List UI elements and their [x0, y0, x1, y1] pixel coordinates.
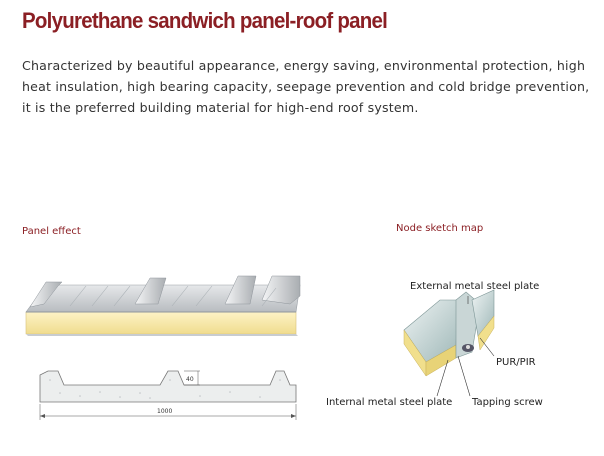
- panel-effect-caption: Panel effect: [22, 226, 81, 237]
- node-sketch-caption: Node sketch map: [396, 223, 484, 234]
- panel-width-label: 1000: [157, 408, 172, 415]
- external-steel-plate-label: External metal steel plate: [410, 281, 540, 292]
- description-text: Characterized by beautiful appearance, e…: [22, 58, 590, 115]
- pur-pir-label: PUR/PIR: [496, 357, 536, 368]
- internal-steel-plate-label: Internal metal steel plate: [326, 397, 453, 408]
- tapping-screw-label: Tapping screw: [472, 397, 543, 408]
- rib-height-label: 40: [186, 376, 194, 383]
- page-title: Polyurethane sandwich panel-roof panel: [22, 8, 388, 33]
